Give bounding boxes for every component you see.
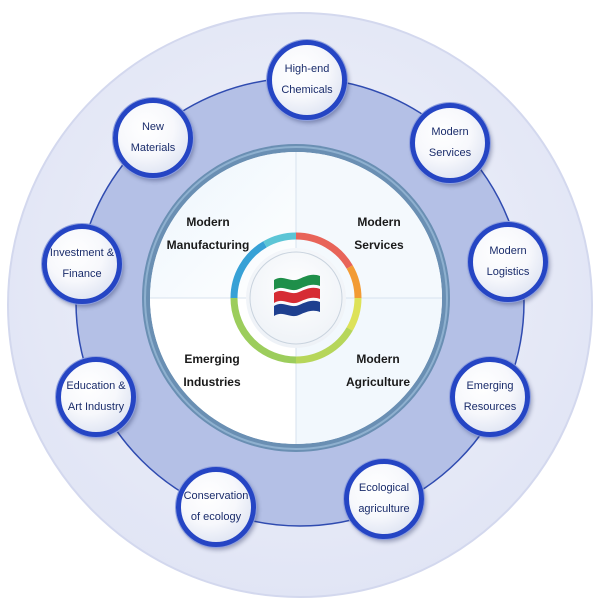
- bubble-label-line: Emerging: [466, 380, 514, 392]
- bubble-education-art-industry[interactable]: Education & Art Industry: [56, 357, 136, 437]
- bubble-label-line: Art Industry: [67, 401, 125, 413]
- bubble-investment-finance[interactable]: Investment & Finance: [42, 224, 122, 304]
- bubble-label-line: Modern: [431, 126, 469, 138]
- bubble-label-line: Chemicals: [281, 84, 333, 96]
- color-ring-blue: [230, 241, 267, 299]
- bubble-label-line: Finance: [62, 268, 102, 280]
- bubble-label-line: Materials: [130, 142, 176, 154]
- quadrant-label-line: Services: [354, 238, 404, 252]
- color-ring-green-left: [230, 297, 297, 364]
- quadrant-label-modern-agriculture: Modern Agriculture: [318, 348, 438, 394]
- bubble-label-line: Education &: [66, 380, 126, 392]
- bubble-label-line: Resources: [463, 401, 517, 413]
- three-wave-flag-icon: [274, 274, 320, 317]
- color-ring-green-right: [295, 327, 353, 364]
- bubble-modern-logistics[interactable]: Modern Logistics: [468, 222, 548, 302]
- bubble-label-line: Modern: [489, 245, 527, 257]
- bubble-label-line: New: [141, 121, 164, 133]
- color-ring-red: [295, 232, 353, 269]
- bubble-label-line: Investment &: [49, 247, 115, 259]
- quadrant-bottom-left: [150, 298, 296, 444]
- quadrant-label-modern-services: Modern Services: [319, 211, 439, 257]
- color-ring-yellow: [346, 297, 362, 331]
- bubble-label-line: High-end: [284, 63, 330, 75]
- bubble-label-line: Services: [428, 147, 472, 159]
- bubble-label-line: Ecological: [358, 482, 410, 494]
- logo-disc-outline: [249, 251, 343, 345]
- bubble-high-end-chemicals[interactable]: High-end Chemicals: [267, 40, 347, 120]
- color-ring: [230, 232, 362, 364]
- bubble-new-materials[interactable]: New Materials: [113, 98, 193, 178]
- quadrant-label-modern-manufacturing: Modern Manufacturing: [148, 211, 268, 257]
- bubble-emerging-resources[interactable]: Emerging Resources: [450, 357, 530, 437]
- quadrant-bottom-right: [296, 298, 442, 444]
- bubble-modern-services[interactable]: Modern Services: [410, 103, 490, 183]
- inner-ring-highlight: [144, 146, 448, 450]
- bubble-label-line: agriculture: [358, 503, 410, 515]
- bubble-label-line: Conservation: [183, 490, 249, 502]
- bubble-label-line: Logistics: [486, 266, 530, 278]
- quadrant-top-right: [296, 152, 442, 298]
- quadrant-label-line: Agriculture: [345, 375, 410, 389]
- quadrant-label-line: Industries: [183, 375, 241, 389]
- quadrant-label-line: Emerging: [184, 352, 240, 366]
- quadrant-label-line: Modern: [186, 215, 230, 229]
- quadrant-label-line: Modern: [356, 352, 400, 366]
- quadrant-label-emerging-industries: Emerging Industries: [152, 348, 272, 394]
- bubble-conservation-of-ecology[interactable]: Conservation of ecology: [176, 467, 256, 547]
- bubble-ecological-agriculture[interactable]: Ecological agriculture: [344, 459, 424, 539]
- quadrant-top-left: [150, 152, 296, 298]
- color-ring-teal: [263, 232, 297, 248]
- quadrant-label-line: Modern: [357, 215, 401, 229]
- color-ring-orange: [346, 265, 362, 299]
- bubble-label-line: of ecology: [190, 511, 242, 523]
- quadrant-label-line: Manufacturing: [166, 238, 250, 252]
